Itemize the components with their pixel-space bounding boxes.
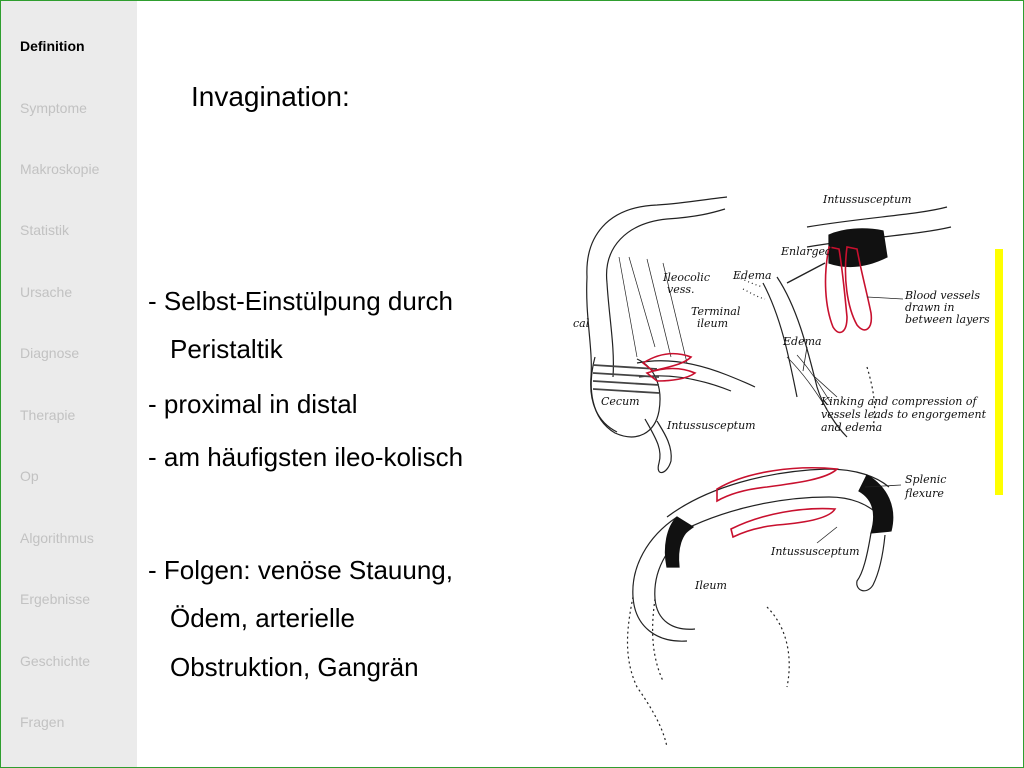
highlight-bar xyxy=(995,249,1003,495)
figure-label: Enlarged xyxy=(780,245,832,258)
figure-label: Terminal xyxy=(691,305,741,318)
nav-item-definition[interactable]: Definition xyxy=(20,38,85,54)
nav-item-algorithmus[interactable]: Algorithmus xyxy=(20,530,94,546)
figure-label: Cecum xyxy=(601,395,640,408)
bullet-line: Obstruktion, Gangrän xyxy=(170,652,419,682)
figure-label: Splenic xyxy=(905,473,946,486)
vessel-lines xyxy=(786,354,832,410)
ileum-outline xyxy=(636,360,756,388)
nav-item-op[interactable]: Op xyxy=(20,468,39,484)
label-leader xyxy=(802,346,808,372)
intussusception-illustration: cal Ileocolic vess. Terminal ileum Cecum… xyxy=(573,193,990,748)
figure-label: Ileocolic xyxy=(662,271,710,284)
figure-label: flexure xyxy=(904,487,944,500)
figure-label: Intussusceptum xyxy=(666,419,756,432)
enlarged-outline xyxy=(776,276,848,438)
figure-label: between layers xyxy=(905,313,990,326)
bullet-line: - Folgen: venöse Stauung, xyxy=(148,555,453,585)
intussusceptum-fold xyxy=(716,467,839,503)
ileum-dark xyxy=(664,516,695,568)
figure-label: Ileum xyxy=(694,579,727,592)
colon-outline xyxy=(606,282,614,378)
figure-label: vessels leads to engorgement xyxy=(821,408,987,421)
colon-outline xyxy=(605,208,726,284)
enlarged-outline xyxy=(806,226,952,248)
figure-label: vess. xyxy=(667,283,695,296)
edema-arrow xyxy=(786,262,826,284)
intussusceptum-fold xyxy=(824,246,848,334)
sidebar-nav: Definition Symptome Makroskopie Statisti… xyxy=(1,1,137,767)
figure-label: drawn in xyxy=(905,301,954,314)
label-leader xyxy=(866,296,904,300)
bullet-line: - proximal in distal xyxy=(148,389,358,419)
dotted-colon xyxy=(652,598,664,682)
shading xyxy=(592,364,660,394)
appendix-outline xyxy=(644,418,672,474)
figure-label: Intussusceptum xyxy=(822,193,912,206)
nav-item-statistik[interactable]: Statistik xyxy=(20,222,70,238)
enlarged-outline xyxy=(806,206,948,228)
label-leader xyxy=(864,484,902,488)
page-title: Invagination: xyxy=(191,81,350,112)
figure-label: Blood vessels xyxy=(904,289,980,302)
colon-dark xyxy=(858,474,894,534)
label-leader xyxy=(816,526,838,544)
dotted-colon xyxy=(766,606,790,688)
colon-outer xyxy=(666,496,878,540)
intussusceptum-fold xyxy=(645,367,697,382)
figure-label: Intussusceptum xyxy=(770,545,860,558)
figure-label: Kinking and compression of xyxy=(820,395,978,408)
bullet-line: - am häufigsten ileo-kolisch xyxy=(148,442,464,472)
nav-item-diagnose[interactable]: Diagnose xyxy=(20,345,80,361)
nav-item-makroskopie[interactable]: Makroskopie xyxy=(20,161,100,177)
nav-item-ergebnisse[interactable]: Ergebnisse xyxy=(20,591,91,607)
colon-tail xyxy=(856,532,886,592)
bullet-line: Ödem, arterielle xyxy=(170,603,355,633)
nav-item-fragen[interactable]: Fragen xyxy=(20,714,65,730)
bullet-line: - Selbst-Einstülpung durch xyxy=(148,286,453,316)
intussusceptum-fold xyxy=(730,507,837,539)
nav-item-ursache[interactable]: Ursache xyxy=(20,284,73,300)
figure-label: Edema xyxy=(732,269,772,282)
enlarged-outline xyxy=(762,282,798,398)
figure-label: and edema xyxy=(821,421,882,434)
bullet-line: Peristaltik xyxy=(170,334,283,364)
figure-label: Edema xyxy=(782,335,822,348)
figure-label: ileum xyxy=(697,317,728,330)
figure-label: cal xyxy=(573,317,590,330)
colon-outer xyxy=(666,468,890,518)
dotted-colon xyxy=(626,596,668,748)
mesentery xyxy=(618,256,688,364)
dotted-vessel xyxy=(866,366,876,428)
nav-item-symptome[interactable]: Symptome xyxy=(20,100,87,116)
label-leader xyxy=(814,376,838,398)
colon-outline xyxy=(586,196,728,278)
mesentery-dark xyxy=(828,228,888,267)
edema-stipple xyxy=(736,276,766,300)
nav-item-therapie[interactable]: Therapie xyxy=(20,407,76,423)
intussusceptum-fold xyxy=(844,246,873,331)
nav-item-geschichte[interactable]: Geschichte xyxy=(20,653,91,669)
ileum-outline-3 xyxy=(632,516,688,642)
